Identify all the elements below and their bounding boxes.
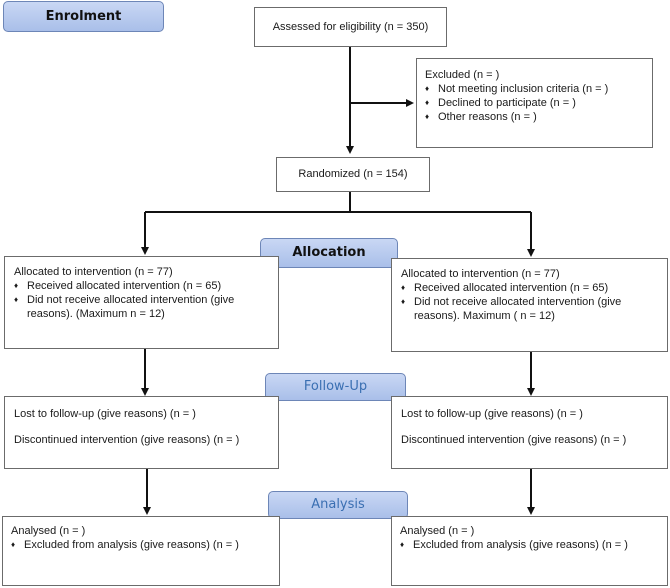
allocation-left-title: Allocated to intervention (n = 77) (14, 266, 173, 278)
allocation-left-box: Allocated to intervention (n = 77) Recei… (4, 256, 279, 349)
stage-analysis-label: Analysis (311, 497, 365, 512)
excluded-box: Excluded (n = ) Not meeting inclusion cr… (416, 58, 653, 148)
followup-left-lost: Lost to follow-up (give reasons) (n = ) (14, 408, 196, 420)
allocation-left-received: Received allocated intervention (n = 65) (14, 279, 269, 293)
excluded-title: Excluded (n = ) (425, 69, 500, 81)
excluded-item: Declined to participate (n = ) (425, 96, 644, 110)
allocation-right-box: Allocated to intervention (n = 77) Recei… (391, 258, 668, 352)
allocation-right-title: Allocated to intervention (n = 77) (401, 268, 560, 280)
stage-follow-up-label: Follow-Up (303, 379, 368, 394)
stage-enrolment-label: Enrolment (45, 9, 122, 24)
allocation-right-received: Received allocated intervention (n = 65) (401, 281, 658, 295)
followup-right-lost: Lost to follow-up (give reasons) (n = ) (401, 408, 583, 420)
stage-allocation-label: Allocation (292, 245, 366, 260)
assessed-text: Assessed for eligibility (n = 350) (272, 21, 429, 33)
stage-enrolment: Enrolment (3, 1, 164, 32)
excluded-item: Other reasons (n = ) (425, 110, 644, 124)
followup-left-box: Lost to follow-up (give reasons) (n = ) … (4, 396, 279, 469)
analysis-left-analysed: Analysed (n = ) (11, 525, 86, 537)
stage-follow-up: Follow-Up (265, 373, 406, 401)
stage-analysis: Analysis (268, 491, 408, 519)
analysis-right-excluded: Excluded from analysis (give reasons) (n… (400, 538, 659, 552)
stage-allocation: Allocation (260, 238, 398, 268)
followup-left-discontinued: Discontinued intervention (give reasons)… (14, 434, 240, 446)
randomized-box: Randomized (n = 154) (276, 157, 430, 192)
analysis-left-excluded: Excluded from analysis (give reasons) (n… (11, 538, 271, 552)
allocation-left-not-received: Did not receive allocated intervention (… (14, 293, 269, 321)
allocation-right-not-received: Did not receive allocated intervention (… (401, 295, 658, 323)
analysis-left-box: Analysed (n = ) Excluded from analysis (… (2, 516, 280, 586)
randomized-text: Randomized (n = 154) (298, 168, 408, 180)
analysis-right-analysed: Analysed (n = ) (400, 525, 475, 537)
followup-right-discontinued: Discontinued intervention (give reasons)… (401, 434, 627, 446)
assessed-box: Assessed for eligibility (n = 350) (254, 7, 447, 47)
analysis-right-box: Analysed (n = ) Excluded from analysis (… (391, 516, 668, 586)
excluded-item: Not meeting inclusion criteria (n = ) (425, 82, 644, 96)
followup-right-box: Lost to follow-up (give reasons) (n = ) … (391, 396, 668, 469)
